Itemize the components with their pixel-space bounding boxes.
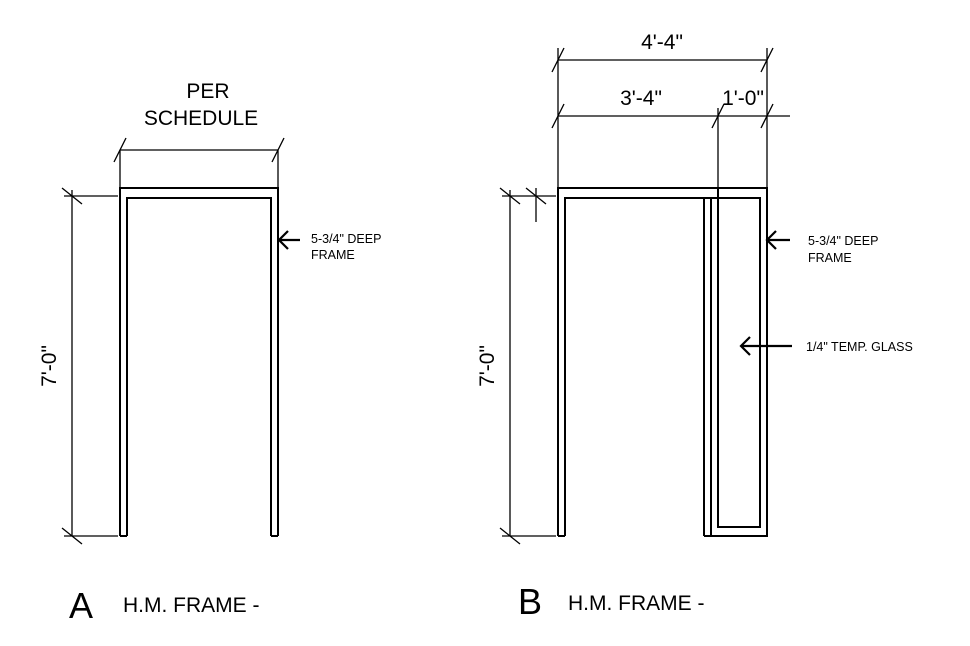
- frame-a-note-line2: FRAME: [311, 248, 355, 262]
- frame-b-title: H.M. FRAME -: [568, 592, 705, 615]
- frame-a-width-tick-left: [113, 137, 127, 163]
- frame-b-partial-tick-left: [551, 103, 565, 129]
- frame-a-note-line1: 5-3/4" DEEP: [311, 232, 381, 246]
- frame-a-outer-outline: [119, 187, 279, 536]
- frame-a-width-label-line1: PER: [186, 80, 229, 103]
- frame-b-sidelight-glass-outline: [717, 197, 761, 528]
- frame-b-height-tick-top: [499, 187, 521, 205]
- frame-b-partial-width-dimensions: 3'-4" 1'-0": [551, 48, 790, 187]
- frame-a-letter: A: [69, 585, 93, 626]
- frame-b-height-tick-head: [525, 187, 547, 205]
- frame-a-height-tick-bottom: [61, 527, 83, 545]
- frame-a-width-label-line2: SCHEDULE: [144, 107, 258, 130]
- frame-b-partial-tick-mullion: [711, 103, 725, 129]
- frame-b-glass-note: 1/4" TEMP. GLASS: [739, 336, 913, 356]
- frame-a-depth-note: 5-3/4" DEEP FRAME: [277, 230, 381, 262]
- frame-b-outer-outline: [557, 187, 768, 537]
- frame-a-height-dimension: 7'-0": [38, 187, 118, 545]
- frame-b-note-arrow-icon: [765, 230, 790, 250]
- frame-b-elevation: [557, 187, 768, 537]
- frame-b-overall-width-dimension: 4'-4": [551, 31, 774, 73]
- frame-b-sidelight-width-label: 1'-0": [722, 87, 764, 110]
- frame-b-note-line2: FRAME: [808, 251, 852, 265]
- frame-b-partial-tick-right: [760, 103, 774, 129]
- frame-b-glass-note-text: 1/4" TEMP. GLASS: [806, 340, 913, 354]
- frame-b-overall-width-label: 4'-4": [641, 31, 683, 54]
- frame-b-depth-note: 5-3/4" DEEP FRAME: [765, 230, 878, 265]
- frame-a-height-tick-top: [61, 187, 83, 205]
- frame-a-height-label: 7'-0": [38, 345, 61, 387]
- frame-a-width-dimension: PER SCHEDULE: [113, 80, 285, 187]
- frame-a-note-arrow-icon: [277, 230, 300, 250]
- frame-b-note-line1: 5-3/4" DEEP: [808, 234, 878, 248]
- frame-b-letter: B: [518, 581, 542, 622]
- frame-b-glass-arrow-icon: [739, 336, 792, 356]
- frame-a-width-tick-right: [271, 137, 285, 163]
- frame-b-door-opening-outline: [564, 197, 705, 536]
- frame-b-height-dimension: 7'-0": [476, 187, 556, 545]
- frame-b-height-tick-bottom: [499, 527, 521, 545]
- frame-a-inner-outline: [126, 197, 272, 536]
- frame-b-door-width-label: 3'-4": [620, 87, 662, 110]
- frame-a-elevation: [119, 187, 279, 537]
- frame-b-height-label: 7'-0": [476, 345, 499, 387]
- frame-a-title: H.M. FRAME -: [123, 594, 260, 617]
